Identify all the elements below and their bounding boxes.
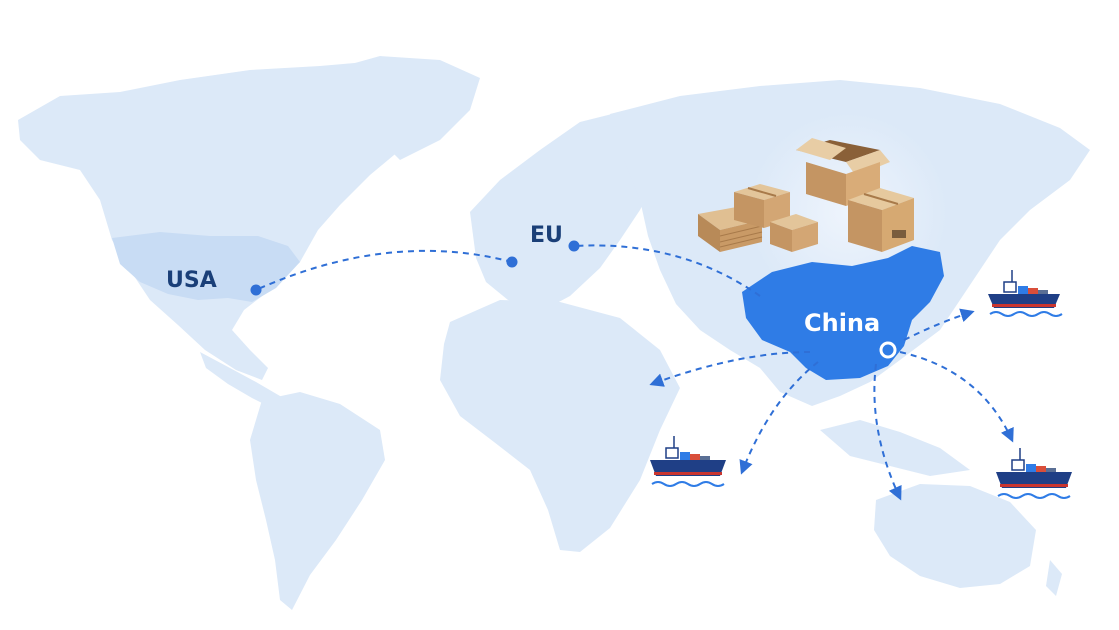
hollow-circle-marker-icon	[879, 341, 897, 359]
route-china-australia	[873, 363, 902, 501]
container-ship-icon	[650, 436, 726, 487]
australia	[874, 484, 1036, 588]
medium-box	[770, 214, 818, 252]
japan	[948, 214, 972, 280]
greenland	[330, 56, 480, 160]
route-china-indianocean	[739, 361, 819, 475]
container-ship-icon	[988, 270, 1063, 317]
route-china-pacific-north	[903, 308, 975, 341]
route-eu-usa	[255, 249, 513, 291]
region-label-usa: USA	[166, 268, 217, 293]
container-ship-icon	[996, 448, 1072, 499]
routes	[255, 244, 1014, 501]
route-china-eu	[573, 244, 761, 297]
route-china-pacific-south	[899, 351, 1014, 443]
route-china-africa	[649, 351, 811, 387]
cardboard-boxes-icon	[698, 138, 914, 252]
north-america	[18, 60, 470, 380]
central-america	[200, 352, 290, 410]
region-label-eu: EU	[530, 223, 563, 248]
large-box	[848, 188, 914, 252]
southeast-asia-islands	[820, 420, 970, 476]
region-label-china: China	[804, 309, 881, 337]
new-zealand	[1046, 560, 1062, 596]
africa	[440, 300, 680, 552]
dot-marker-icon	[250, 284, 262, 296]
dot-marker-icon	[568, 240, 580, 252]
usa-region	[112, 232, 300, 302]
south-america	[250, 392, 385, 610]
dot-marker-icon	[506, 256, 518, 268]
open-box	[796, 138, 890, 206]
continents	[18, 56, 1090, 610]
